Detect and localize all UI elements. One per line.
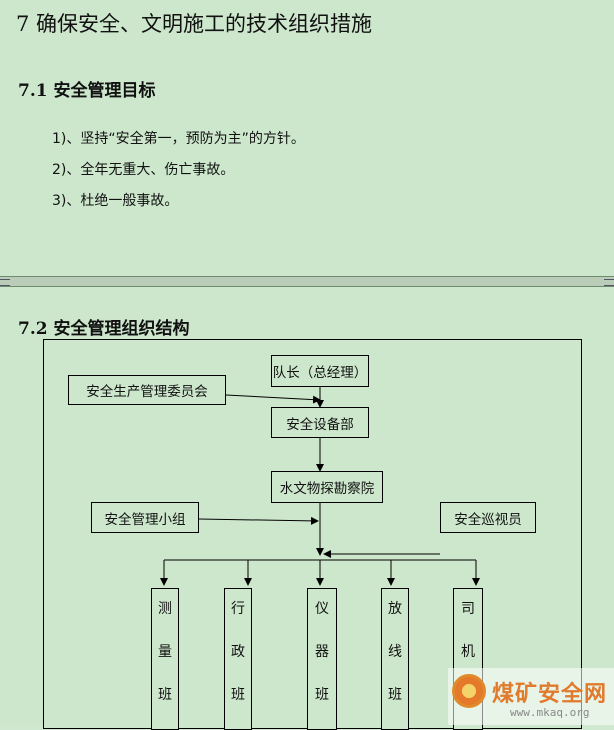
page-gap-right-marker [604,279,614,286]
team-char: 班 [231,687,245,703]
team-char: 行 [231,601,245,617]
committee-box: 安全生产管理委员会 [68,375,226,405]
team-char: 政 [231,644,245,660]
team-char: 司 [461,601,475,617]
org-chart-connectors [160,387,480,586]
team-char: 量 [158,644,172,660]
org-chart: 队长（总经理） 安全生产管理委员会 安全设备部 水文物探勘察院 安全管理小组 安… [43,339,582,730]
arrow-committee [225,394,321,404]
mine-safety-logo-icon [452,674,486,708]
org-heading: 7.2 安全管理组织结构 [18,319,190,339]
leader-box: 队长（总经理） [271,355,369,387]
site-watermark: 煤矿安全网 www.mkaq.org [448,668,614,725]
safety-group-box: 安全管理小组 [91,502,199,533]
page-break-separator[interactable] [0,276,614,287]
team-box-layout: 放 线 班 [381,588,409,730]
team-char: 机 [461,644,475,660]
survey-institute-box: 水文物探勘察院 [271,471,383,503]
team-box-instrument: 仪 器 班 [307,588,337,730]
safety-dept-box: 安全设备部 [271,407,369,438]
inspector-box: 安全巡视员 [440,502,536,533]
team-char: 班 [315,687,329,703]
team-box-admin: 行 政 班 [224,588,252,730]
section-title: 7 确保安全、文明施工的技术组织措施 [16,12,373,36]
team-char: 器 [315,644,329,660]
arrow-group [198,516,319,525]
team-char: 放 [388,601,402,617]
team-char: 班 [388,687,402,703]
team-char: 仪 [315,601,329,617]
team-char: 班 [158,687,172,703]
goals-heading: 7.1 安全管理目标 [18,81,156,101]
watermark-title: 煤矿安全网 [492,681,608,707]
team-box-survey: 测 量 班 [151,588,179,730]
goal-item-1: 1)、坚持“安全第一，预防为主”的方针。 [52,131,305,147]
team-char: 测 [158,601,172,617]
document-page-1: 7 确保安全、文明施工的技术组织措施 7.1 安全管理目标 1)、坚持“安全第一… [0,0,614,276]
goal-item-2: 2)、全年无重大、伤亡事故。 [52,162,235,178]
page-gap-left-marker [0,279,10,286]
watermark-url: www.mkaq.org [510,706,590,719]
team-char: 线 [388,644,402,660]
goal-item-3: 3)、杜绝一般事故。 [52,193,179,209]
